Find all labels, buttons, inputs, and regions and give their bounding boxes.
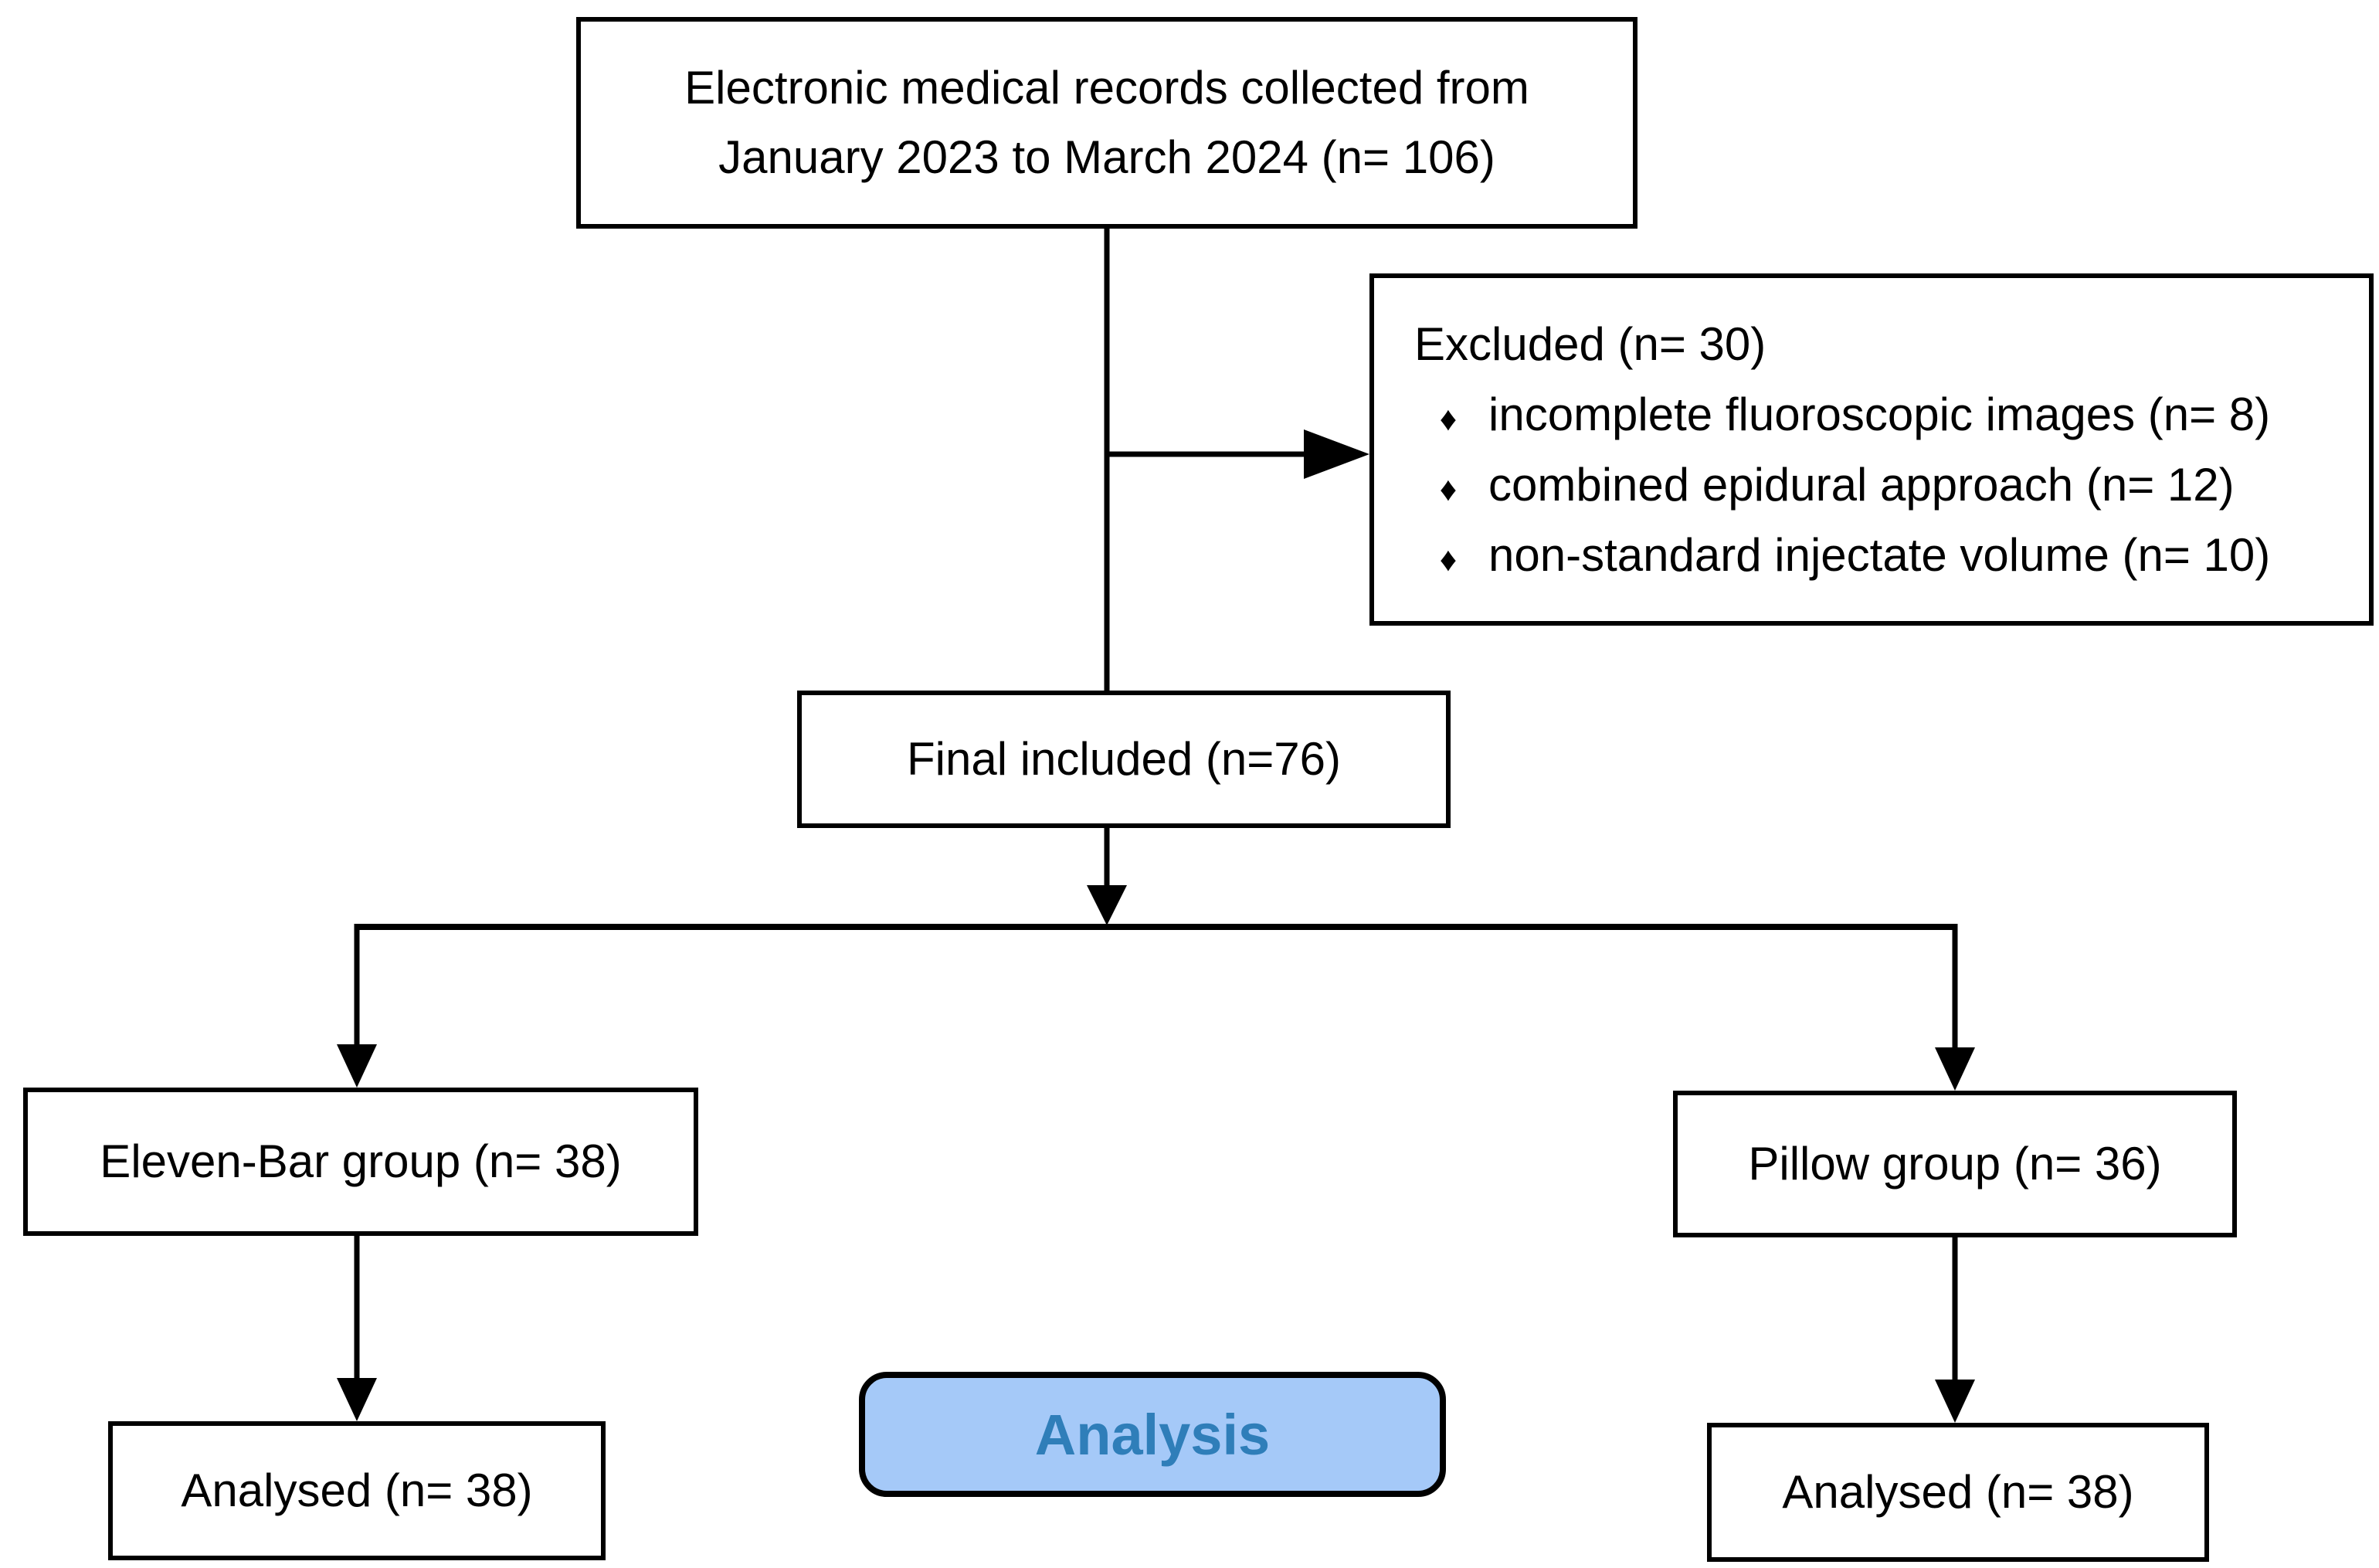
diamond-bullet-icon: ♦ — [1439, 470, 1458, 508]
node-analysed-left: Analysed (n= 38) — [108, 1421, 606, 1560]
node-final-included: Final included (n=76) — [797, 691, 1451, 828]
arrowhead-down-icon — [1087, 885, 1127, 925]
edge-branch-to-group-right — [1935, 924, 1975, 1091]
edge-source-to-excluded — [1107, 429, 1369, 479]
node-source-label: Electronic medical records collected fro… — [684, 62, 1529, 183]
node-final-included-label: Final included (n=76) — [906, 733, 1341, 785]
arrowhead-right-icon — [1304, 429, 1369, 479]
excluded-heading: Excluded (n= 30) — [1414, 317, 1766, 370]
node-group-eleven-bar-label: Eleven-Bar group (n= 38) — [100, 1135, 622, 1187]
arrowhead-down-icon — [1935, 1380, 1975, 1423]
node-analysed-right: Analysed (n= 38) — [1707, 1423, 2209, 1562]
excluded-item: ♦ non-standard injectate volume (n= 10) — [1414, 520, 2271, 590]
edge-group-right-to-analysed — [1935, 1237, 1975, 1423]
diamond-bullet-icon: ♦ — [1439, 399, 1458, 438]
edge-final-to-branch — [1087, 828, 1127, 925]
edge-group-left-to-analysed — [337, 1236, 377, 1421]
node-group-pillow-label: Pillow group (n= 36) — [1748, 1138, 2162, 1190]
analysis-badge: Analysis — [859, 1372, 1446, 1497]
node-source: Electronic medical records collected fro… — [576, 17, 1637, 229]
node-analysed-left-label: Analysed (n= 38) — [181, 1464, 533, 1516]
diamond-bullet-icon: ♦ — [1439, 541, 1458, 579]
arrowhead-down-icon — [337, 1378, 377, 1421]
arrowhead-down-icon — [337, 1044, 377, 1088]
analysis-badge-label: Analysis — [1034, 1402, 1271, 1467]
node-group-pillow: Pillow group (n= 36) — [1673, 1091, 2237, 1237]
node-excluded: Excluded (n= 30) ♦ incomplete fluoroscop… — [1369, 273, 2374, 626]
arrowhead-down-icon — [1935, 1047, 1975, 1091]
node-analysed-right-label: Analysed (n= 38) — [1782, 1466, 2134, 1518]
node-group-eleven-bar: Eleven-Bar group (n= 38) — [23, 1088, 698, 1236]
excluded-item: ♦ incomplete fluoroscopic images (n= 8) — [1414, 379, 2270, 450]
excluded-item-label: combined epidural approach (n= 12) — [1488, 459, 2235, 511]
excluded-item: ♦ combined epidural approach (n= 12) — [1414, 450, 2235, 520]
edge-branch-to-group-left — [337, 924, 377, 1088]
excluded-item-label: incomplete fluoroscopic images (n= 8) — [1488, 388, 2271, 440]
excluded-item-label: non-standard injectate volume (n= 10) — [1488, 529, 2271, 582]
